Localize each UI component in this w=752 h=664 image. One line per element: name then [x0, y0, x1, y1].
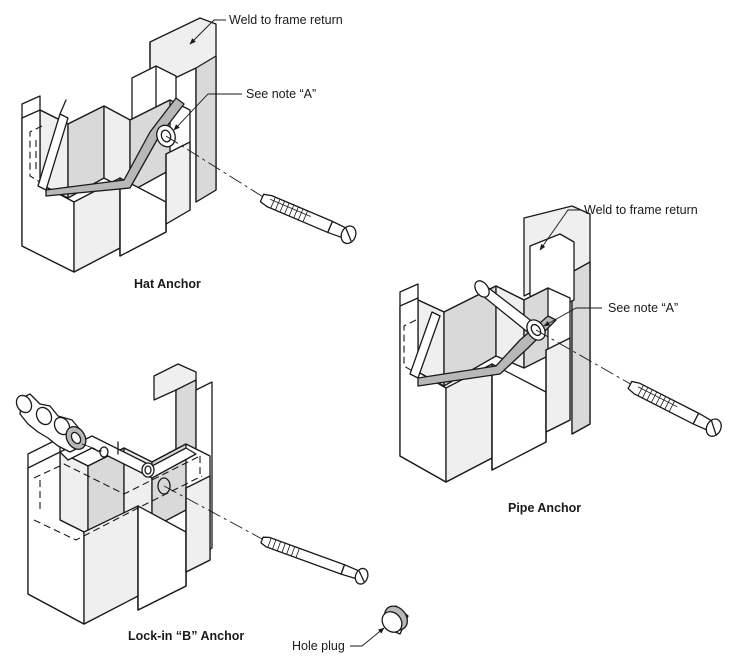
hat-anchor-note-callout: See note “A” — [246, 87, 316, 101]
lockin-anchor-title: Lock-in “B” Anchor — [128, 629, 244, 643]
hat-anchor-figure — [21, 17, 360, 273]
pipe-anchor-figure — [399, 205, 725, 483]
pipe-anchor-note-callout: See note “A” — [608, 301, 678, 315]
hat-anchor-weld-callout: Weld to frame return — [229, 13, 343, 27]
pipe-anchor-title: Pipe Anchor — [508, 501, 581, 515]
pipe-anchor-weld-callout: Weld to frame return — [584, 203, 698, 217]
lockin-anchor-plug-callout: Hole plug — [292, 639, 345, 653]
hat-anchor-title: Hat Anchor — [134, 277, 201, 291]
lockin-anchor-figure — [15, 363, 409, 647]
